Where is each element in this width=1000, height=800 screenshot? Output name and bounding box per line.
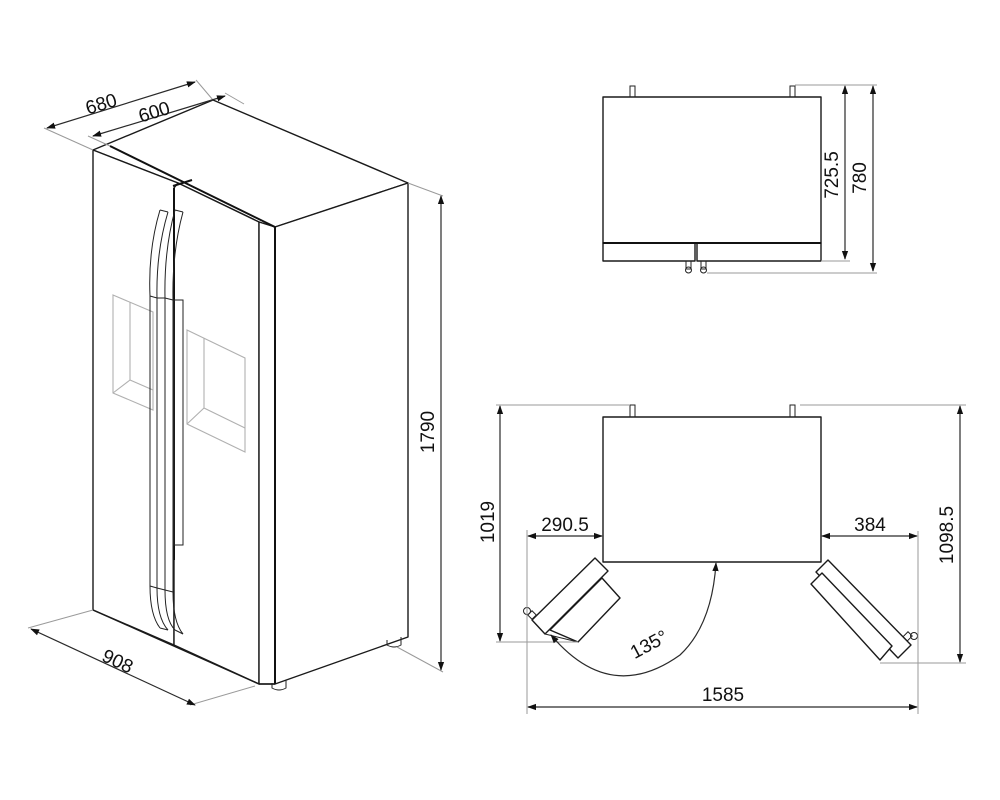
rear-foot <box>386 637 402 648</box>
dim-label-384: 384 <box>854 515 886 536</box>
dim-label-135-deg: 135° <box>627 627 672 664</box>
cabinet-body-open <box>602 416 822 563</box>
cabinet-body <box>602 96 822 244</box>
dim-label-1098-5: 1098.5 <box>937 506 958 564</box>
ice-dispenser-left <box>112 294 154 411</box>
door-handles-top <box>685 260 707 274</box>
right-door-open <box>810 559 918 661</box>
dim-label-725-5: 725.5 <box>822 151 843 199</box>
dim-label-680: 680 <box>83 90 119 119</box>
rear-spacer-left <box>629 85 636 98</box>
dim-line-908 <box>30 628 196 706</box>
dim-label-1790: 1790 <box>418 411 439 453</box>
right-door-top <box>696 242 822 262</box>
fridge-side-panel <box>274 182 409 685</box>
dim-label-780: 780 <box>850 162 871 194</box>
front-foot <box>271 680 287 691</box>
door-edge-strip <box>258 221 276 685</box>
left-door-open <box>523 557 621 643</box>
top-view-closed: 725.5 780 <box>602 84 877 274</box>
top-view-open: 1019 1098.5 290.5 384 135° 1585 <box>478 404 966 714</box>
rear-spacer-right <box>789 85 796 98</box>
dim-line-600 <box>92 95 226 137</box>
dim-label-290-5: 290.5 <box>541 515 589 536</box>
ice-dispenser-right <box>186 329 246 453</box>
isometric-fridge-view: 680 600 1790 908 <box>27 79 445 706</box>
right-door <box>173 182 260 685</box>
dim-label-908: 908 <box>99 646 137 678</box>
door-handles <box>149 209 184 635</box>
door-angle-arc <box>550 562 719 677</box>
left-door-top <box>602 242 696 262</box>
dim-label-1585: 1585 <box>702 685 744 706</box>
dim-label-1019: 1019 <box>478 501 499 543</box>
